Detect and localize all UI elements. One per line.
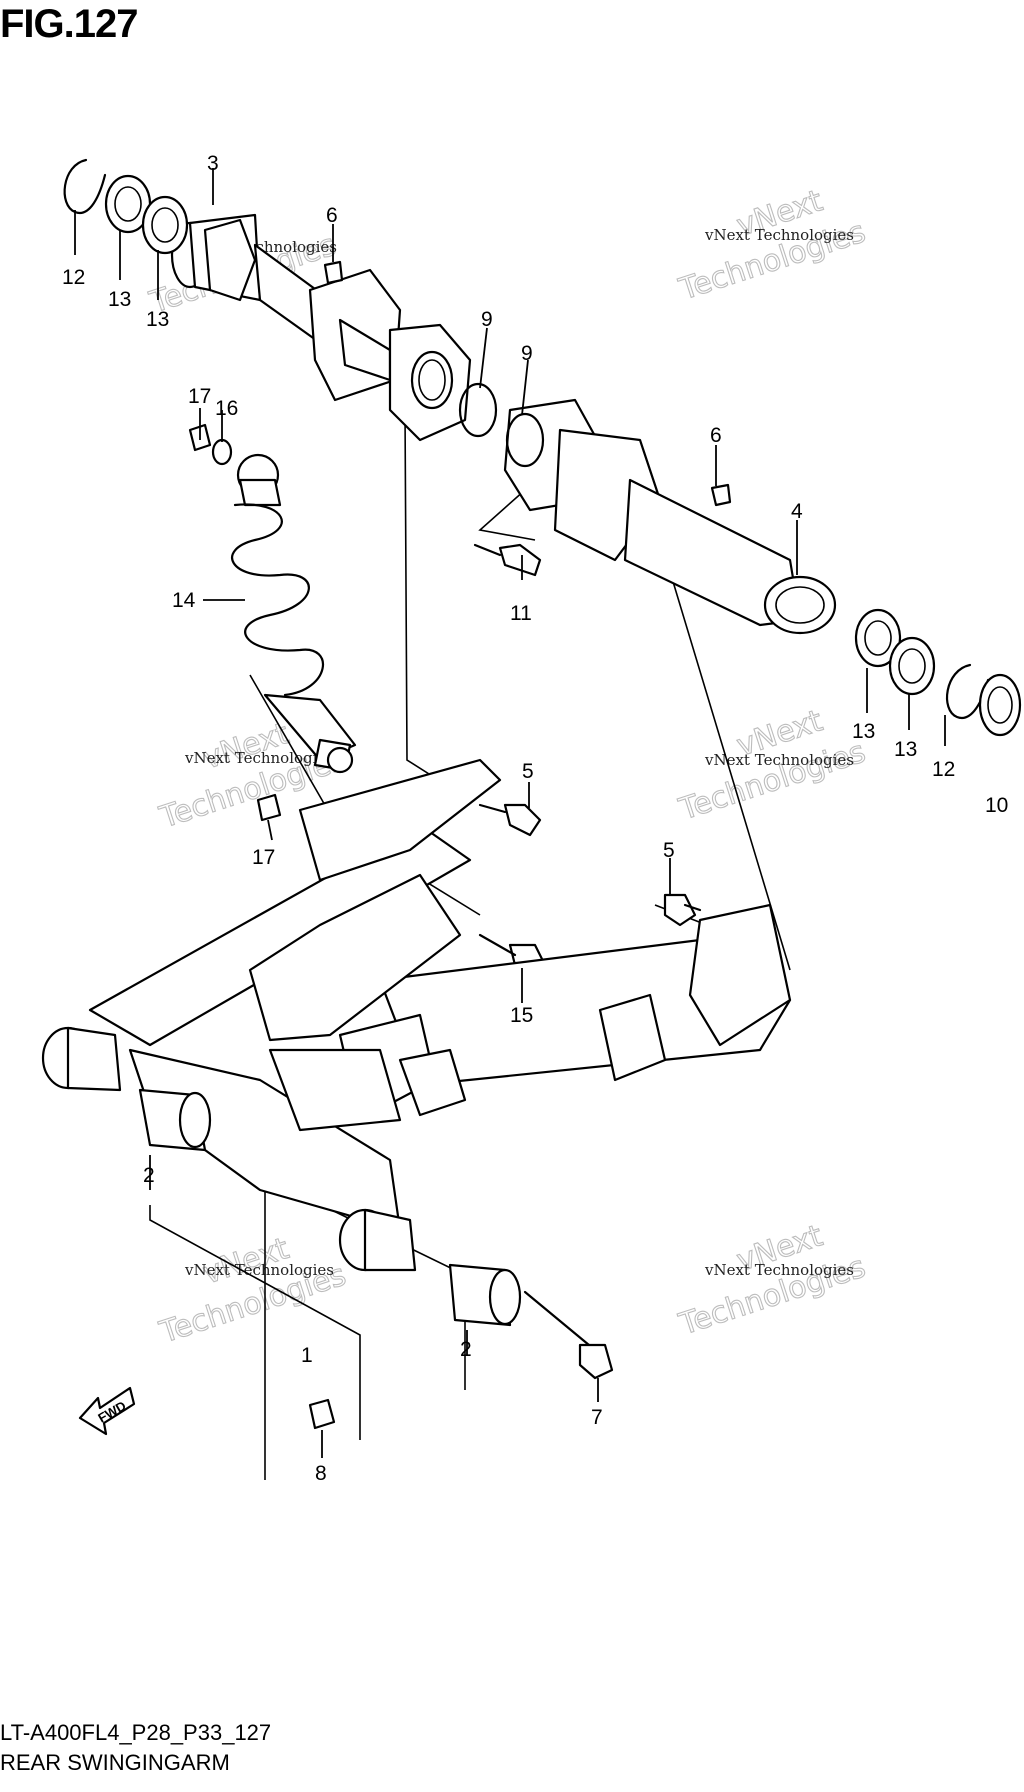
axle-housing-left [170,213,472,442]
bolt-7 [523,1290,614,1380]
callout-9: 9 [521,342,533,365]
callout-labels: 12 13 13 3 6 9 9 6 4 11 17 16 14 13 13 1… [62,152,1008,1485]
bolt-11 [473,543,542,577]
nut-8 [308,1398,336,1430]
o-ring-left [458,382,498,438]
callout-14: 14 [172,589,196,612]
callout-2: 2 [143,1164,155,1187]
watermark-small: vNext Technologies [184,1261,334,1279]
o-ring-right [505,412,545,468]
callout-9: 9 [481,308,493,331]
callout-17: 17 [252,846,275,869]
bolt-6-right [710,483,732,507]
watermark-small: vNext Technologies [704,1261,854,1279]
bolt-5-upper [478,803,542,837]
callout-17: 17 [188,385,211,408]
watermark-small: vNext Technologies [704,751,854,769]
callout-6: 6 [326,204,338,227]
fwd-arrow-icon: FWD [78,1386,136,1436]
pivot-bushing-2-upper [138,1088,212,1152]
callout-5: 5 [522,760,534,783]
oil-seal-right [978,673,1022,737]
callout-6: 6 [710,424,722,447]
circlip-left [63,158,107,215]
callout-10: 10 [985,794,1008,817]
callout-1: 1 [301,1344,313,1367]
bolt-6-left [323,260,344,285]
nut-17-lower [256,793,282,822]
shock-absorber [231,453,357,774]
callout-8: 8 [315,1462,327,1485]
watermark-mid-right: vNext Technologies vNext Technologies [674,703,870,828]
callout-11: 11 [510,602,532,625]
callout-5: 5 [663,839,675,862]
leader-lines [74,168,946,1458]
pivot-bushing-2-lower [448,1263,522,1327]
bolt-5-lower [663,893,702,927]
watermark-bottom-right: vNext Technologies vNext Technologies [674,1218,870,1343]
callout-3: 3 [207,152,219,175]
axle-housing-right [503,398,837,635]
callout-2: 2 [460,1338,472,1361]
figure-name: REAR SWINGINGARM [0,1750,230,1775]
watermark-small: vNext Technologies [704,226,854,244]
callout-13: 13 [108,288,131,311]
callout-12: 12 [932,758,955,781]
bearing-left-inner [141,195,189,255]
watermark-small: vNext Technologies [184,749,334,767]
watermark-bottom-left: vNext Technologies vNext Technologies [155,1231,351,1352]
callout-13: 13 [852,720,875,743]
washer-16 [211,438,233,466]
watermark-top-right: vNext Technologies vNext Technologies [674,183,870,308]
pivot-bushing-rear-left [338,1208,417,1272]
callout-16: 16 [215,397,238,420]
swingarm-frame [88,758,792,1232]
bearing-right-inner [888,636,936,696]
callout-15: 15 [510,1004,533,1027]
callout-4: 4 [791,500,803,523]
callout-12: 12 [62,266,85,289]
callout-7: 7 [591,1406,603,1429]
bearing-right-outer [854,608,902,668]
callout-13: 13 [146,308,169,331]
figure-title: FIG.127 [0,2,139,46]
callout-13: 13 [894,738,917,761]
pivot-bushing-front-left [41,1026,122,1092]
model-code: LT-A400FL4_P28_P33_127 [0,1720,272,1745]
